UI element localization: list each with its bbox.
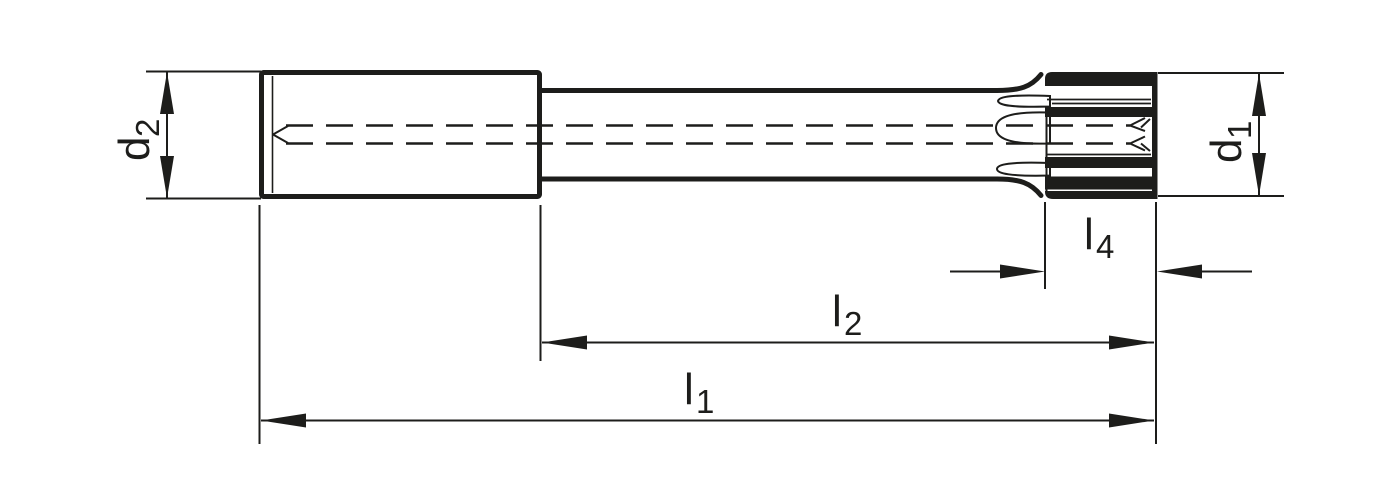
head-band-2 [1045, 107, 1157, 117]
l1-label-letter: l [684, 365, 694, 414]
flute-runout-top [996, 94, 1051, 108]
l1-label: l 1 [684, 365, 714, 420]
dimension-l4: l 4 [950, 202, 1252, 444]
l2-arrow-left [542, 335, 587, 350]
bore-fork-right-1 [1129, 117, 1146, 127]
l1-label-subscript: 1 [696, 383, 714, 420]
d2-label-letter: d [110, 137, 159, 161]
head-band-4 [1045, 176, 1157, 190]
head-tip-face [1152, 72, 1158, 199]
tip-chamfer-mark-1 [1140, 118, 1151, 129]
tip-chamfer-mark-2 [1140, 142, 1151, 152]
cutting-head [1045, 72, 1158, 199]
l1-arrow-right [1109, 413, 1154, 428]
bore-fork-right-2 [1129, 124, 1146, 132]
neck-outline [537, 72, 1044, 198]
d1-label-letter: d [1202, 139, 1251, 163]
d1-arrow-down [1252, 153, 1266, 196]
dimension-l1: l 1 [258, 205, 1154, 444]
center-cone-left-upper [272, 125, 289, 136]
center-bore-hidden-lines [272, 117, 1146, 152]
d2-arrow-up [160, 72, 174, 114]
center-cone-left-lower [272, 133, 289, 144]
flute-runout-middle [994, 111, 1051, 145]
l1-arrow-left [261, 413, 306, 428]
l2-label-subscript: 2 [844, 305, 862, 342]
bore-fork-right-3 [1129, 135, 1146, 145]
d2-arrow-down [160, 156, 174, 198]
bore-fork-right-4 [1129, 142, 1146, 152]
head-band-3 [1045, 157, 1157, 168]
l2-label-letter: l [832, 287, 842, 336]
l4-label: l 4 [1084, 210, 1114, 265]
l4-arrow-left [1000, 264, 1045, 279]
l2-arrow-right [1109, 335, 1154, 350]
l2-label: l 2 [832, 287, 862, 342]
dimension-l2: l 2 [539, 205, 1154, 361]
shank-outline [259, 70, 542, 199]
d2-label: d 2 [110, 119, 166, 161]
dimension-d2: d 2 [110, 70, 261, 200]
head-band-bottom [1045, 191, 1157, 199]
d1-arrow-up [1252, 73, 1266, 116]
l4-arrow-right [1157, 264, 1202, 279]
dimension-d1: d 1 [1158, 72, 1284, 197]
l4-label-letter: l [1084, 210, 1094, 259]
head-band-top [1045, 72, 1157, 86]
d2-label-subscript: 2 [129, 119, 166, 137]
flute-runout-bottom [995, 161, 1051, 177]
l4-label-subscript: 4 [1096, 228, 1114, 265]
flute-runout-grooves [994, 94, 1051, 177]
d1-label-subscript: 1 [1221, 121, 1258, 139]
d1-label: d 1 [1202, 121, 1258, 163]
